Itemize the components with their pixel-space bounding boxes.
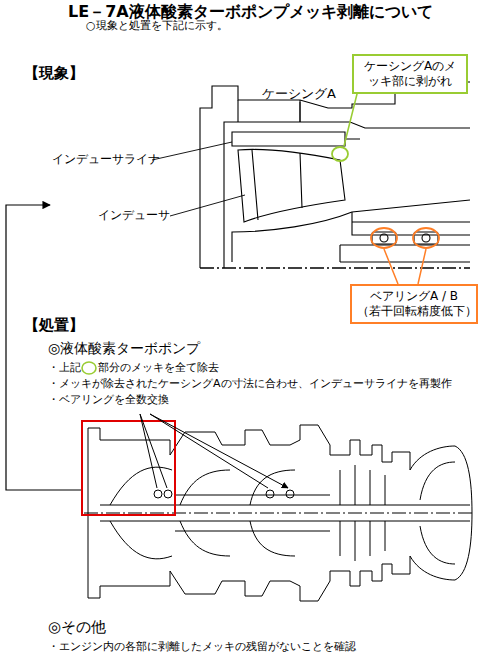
turbine-disk (340, 465, 385, 505)
callout-leader (384, 249, 426, 284)
bearing-pointer (140, 414, 288, 488)
bearing-a-part (380, 234, 388, 242)
subtitle: ○現象と処置を下記に示す。 (86, 19, 228, 32)
bearing-b-part (422, 234, 430, 242)
dome-inner (420, 462, 455, 500)
callout-leader (344, 90, 358, 146)
dome (410, 446, 472, 513)
bullet-text: ・上記 (48, 361, 81, 374)
inlet-inducer (110, 467, 172, 505)
hub-line (352, 212, 470, 235)
impeller (180, 470, 295, 505)
leader-inducer (170, 195, 245, 216)
part-label: インデューサライナ (52, 152, 160, 166)
highlight-box (82, 421, 175, 515)
callout-box: ケーシングAのメッキ部に剥がれ (352, 54, 468, 94)
liner-step (238, 100, 360, 139)
turbine-housing (330, 440, 410, 470)
inducer-liner (232, 132, 345, 146)
bearing-circle (413, 228, 439, 248)
bearing-b-part (414, 232, 438, 244)
inducer-blade (238, 149, 345, 222)
bearing-symbol-part (266, 490, 274, 498)
part-label: インデューサ (98, 208, 170, 222)
pump-inner (175, 495, 330, 496)
subsection-heading: ◎液体酸素ターボポンプ (48, 340, 200, 357)
bullet-text: 部分のメッキを全て除去 (98, 361, 219, 374)
callout-box: ベアリングA / B （若干回転精度低下） (350, 284, 478, 324)
pump-housing (170, 425, 330, 455)
bearing-circle (371, 228, 397, 248)
bearing-a-part (372, 232, 396, 244)
shaft-line (100, 505, 470, 506)
page-title: LE－7A液体酸素ターボポンプメッキ剥離について (68, 2, 433, 21)
centerline (200, 267, 470, 268)
defect-circle (332, 147, 348, 161)
bearing-symbol-part (154, 490, 162, 498)
lower-pump-part (88, 513, 472, 601)
callout-text: ケーシングAのメッキ部に剥がれ (359, 59, 461, 89)
lower-pump (84, 425, 475, 601)
bearing-symbol-part (164, 490, 172, 498)
inlet-housing (88, 428, 170, 513)
section-heading: 【現象】 (24, 64, 84, 82)
subsection-heading: ◎その他 (48, 618, 106, 636)
bullet-text: ・ベアリングを全数交換 (48, 393, 169, 406)
callout-text: ベアリングA / B （若干回転精度低下） (357, 289, 471, 319)
legend-circle (82, 362, 96, 374)
shaft (340, 245, 470, 262)
bullet-text: ・エンジン内の各部に剥離したメッキの残留がないことを確認 (48, 640, 356, 653)
casing-outline (200, 82, 470, 268)
upper-section (152, 82, 470, 268)
centerline (84, 512, 475, 513)
leader-casing (300, 102, 301, 122)
part-label: ケーシングA (262, 86, 336, 102)
section-heading: 【処置】 (24, 316, 84, 334)
leader-liner (152, 142, 232, 160)
casing-inner (224, 122, 470, 268)
bullet-text: ・メッキが除去されたケーシングAの寸法に合わせ、インデューサライナを再製作 (48, 377, 452, 390)
inducer-blade-edge (252, 150, 302, 220)
bearing-symbol-part (286, 490, 294, 498)
bearing-b (414, 232, 438, 244)
inducer-hub (232, 200, 470, 262)
bearing-a (372, 232, 396, 244)
